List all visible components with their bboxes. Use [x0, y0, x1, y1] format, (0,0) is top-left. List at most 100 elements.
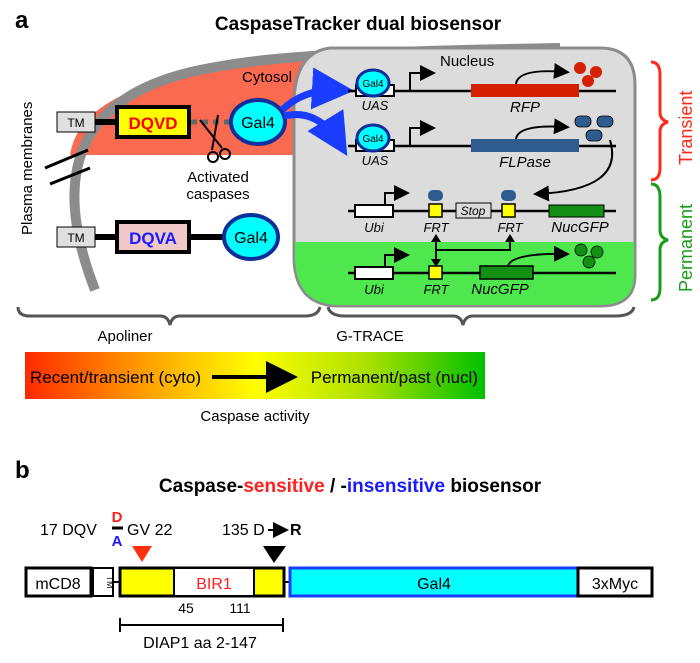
gal4-cytosol-2 [222, 213, 280, 261]
gal4-translocation-arrow-1 [279, 67, 354, 113]
flpase-protein-icon [574, 115, 614, 142]
promoter-arrow-4 [384, 247, 410, 267]
myc-label: 3xMyc [592, 576, 638, 593]
tm-domain-label: TM [105, 576, 115, 589]
expression-arrow-rfp [515, 63, 570, 85]
dqva-label: DQVA [129, 229, 177, 248]
panel-b-title: Caspase-sensitive / -insensitive biosens… [159, 476, 542, 497]
flpase-gene [471, 139, 579, 152]
gtrace-brace [326, 306, 636, 326]
title-insensitive: insensitive [347, 476, 445, 497]
frt-box-2 [501, 203, 516, 218]
tm-label-2: TM [67, 231, 84, 245]
expression-arrow-gfp [507, 245, 570, 267]
uas-label-2: UAS [362, 153, 389, 168]
gal4-label-2: Gal4 [234, 230, 268, 247]
ubi-box-2 [354, 266, 394, 280]
recombination-arrowhead-up [431, 234, 441, 242]
mutation-site-marker [263, 546, 286, 563]
mutation-r-label: R [290, 522, 302, 539]
flp-bound-2 [501, 190, 516, 201]
gal4-cytosol-1 [229, 98, 287, 146]
tm-label-1: TM [67, 116, 84, 130]
expression-arrow-flpase [515, 118, 570, 140]
rfp-label: RFP [510, 99, 540, 116]
caspases-label: caspases [186, 186, 249, 203]
gal4-small-label-1: Gal4 [362, 79, 384, 90]
cytosol-label: Cytosol [242, 69, 292, 86]
site-right-label: GV 22 [127, 522, 172, 539]
nucgfp-gene-1 [548, 204, 605, 218]
frt-label-1: FRT [423, 220, 449, 235]
title-part-1: Caspase- [159, 476, 244, 497]
mcd8-label: mCD8 [35, 576, 80, 593]
rfp-gene [471, 84, 579, 97]
stop-label: Stop [461, 204, 486, 218]
permanent-label: Permanent [676, 204, 696, 292]
site-d-label: D [112, 509, 123, 526]
ubi-label-2: Ubi [364, 282, 385, 297]
recombination-arrowhead-right [505, 234, 515, 242]
mcd8-domain [24, 566, 93, 598]
position-111-label: 111 [229, 600, 250, 616]
transient-bracket [650, 60, 669, 182]
title-part-3: biosensor [445, 476, 542, 497]
diap1-range-label: DIAP1 aa 2-147 [143, 635, 257, 652]
membrane-break-2 [49, 166, 91, 186]
stop-box [455, 202, 492, 219]
gal4-bound-1 [355, 68, 391, 98]
dqvd-label: DQVD [128, 114, 177, 133]
uas-label-1: UAS [362, 98, 389, 113]
frt-box-1 [428, 203, 443, 218]
gal4-bound-2 [355, 123, 391, 153]
gal4-domain-label: Gal4 [417, 576, 451, 593]
position-45-label: 45 [178, 600, 194, 616]
site-left-label: 17 DQV [40, 522, 97, 539]
membrane-break-1 [44, 148, 89, 170]
promoter-arrow-3 [384, 185, 410, 205]
nucgfp-label-2: NucGFP [471, 281, 529, 298]
frt-label-2: FRT [497, 220, 523, 235]
ubi-label-1: Ubi [364, 220, 385, 235]
permanent-bracket [650, 182, 669, 302]
gal4-small-label-2: Gal4 [362, 134, 384, 145]
title-sensitive: sensitive [243, 476, 324, 497]
site-a-label: A [112, 533, 123, 550]
transient-label: Transient [676, 91, 696, 165]
scissors-icon [199, 114, 231, 163]
promoter-arrow-1 [409, 65, 436, 91]
apoliner-label: Apoliner [97, 328, 152, 345]
ubi-box-1 [354, 204, 394, 218]
panel-b-label: b [15, 457, 30, 484]
plasma-membranes-label: Plasma membranes [19, 102, 36, 235]
nucleus-label: Nucleus [440, 53, 494, 70]
gal4-domain [288, 566, 580, 598]
recombination-arrowhead-down [431, 259, 441, 267]
title-part-2: / - [325, 476, 347, 497]
nucgfp-gene-2 [479, 265, 534, 280]
bir1-label: BIR1 [196, 576, 232, 593]
mutation-prefix-label: 135 D [222, 522, 265, 539]
gfp-protein-icon [574, 243, 604, 269]
gtrace-label: G-TRACE [336, 328, 404, 345]
bar-right-label: Permanent/past (nucl) [311, 368, 478, 387]
promoter-arrow-2 [409, 120, 436, 146]
panel-a-title: CaspaseTracker dual biosensor [215, 14, 502, 35]
apoliner-brace [16, 306, 322, 326]
bir1-domain [173, 567, 255, 597]
flpase-action-arrow [533, 139, 614, 202]
frt-label-3: FRT [423, 282, 449, 297]
dqvd-box [115, 105, 191, 139]
gal4-label-1: Gal4 [241, 115, 275, 132]
activated-label: Activated [187, 169, 249, 186]
frt-box-3 [428, 265, 443, 280]
nucleus-region [292, 46, 637, 308]
rfp-protein-icon [574, 62, 602, 87]
nucgfp-label-1: NucGFP [551, 219, 609, 236]
caspase-activity-label: Caspase activity [200, 408, 310, 425]
myc-domain [576, 566, 654, 598]
gal4-translocation-arrow-2 [283, 109, 348, 156]
flp-bound-1 [428, 190, 443, 201]
dqva-box [115, 220, 191, 254]
